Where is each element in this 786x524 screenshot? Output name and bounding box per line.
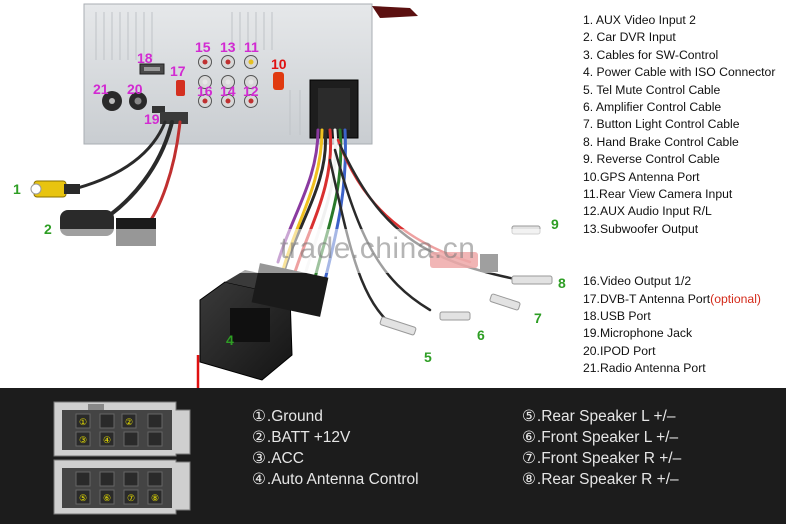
legend-item-17-text: 17.DVB-T Antenna Port [583, 291, 711, 306]
callout-2: 2 [44, 221, 52, 237]
legend-item-7: 7. Button Light Control Cable [583, 117, 740, 132]
pin-item-8: ⑧.Rear Speaker R +/– [522, 469, 681, 490]
legend-item-8: 8. Hand Brake Control Cable [583, 134, 739, 149]
legend-item-5: 5. Tel Mute Control Cable [583, 82, 721, 97]
legend-item-1: 1. AUX Video Input 2 [583, 13, 696, 27]
callout-12: 12 [243, 83, 259, 99]
pin-item-8-label: .Rear Speaker R +/– [536, 471, 679, 488]
pin-item-6: ⑥.Front Speaker L +/– [522, 427, 681, 448]
callout-16: 16 [197, 83, 213, 99]
iso-connector [199, 263, 329, 381]
pin-6-label: ⑥ [103, 493, 111, 503]
legend-item-13: 13.Subwoofer Output [583, 221, 699, 236]
callout-18: 18 [137, 50, 153, 66]
callout-19: 19 [144, 111, 160, 127]
callout-20: 20 [127, 81, 143, 97]
pin-2-label: ② [125, 417, 133, 427]
callout-14: 14 [220, 83, 236, 99]
pin-5-label: ⑤ [79, 493, 87, 503]
watermark-text: trade.china.cn [280, 232, 476, 265]
pin-item-3: ③.ACC [252, 448, 419, 469]
legend-item-12: 12.AUX Audio Input R/L [583, 204, 712, 219]
legend-item-6: 6. Amplifier Control Cable [583, 100, 722, 115]
pin-item-5-label: .Rear Speaker L +/– [536, 408, 676, 425]
callout-6: 6 [477, 327, 485, 343]
legend-item-11: 11.Rear View Camera Input [583, 187, 733, 202]
callout-17: 17 [170, 63, 186, 79]
legend-item-21: 21.Radio Antenna Port [583, 361, 706, 376]
callout-11: 11 [244, 39, 259, 55]
pin-8-label: ⑧ [151, 493, 159, 503]
callout-7: 7 [534, 310, 542, 326]
pin-item-5-num: ⑤ [522, 408, 536, 425]
legend-item-20: 20.IPOD Port [583, 343, 656, 358]
callout-10: 10 [271, 56, 287, 72]
pin-item-1-label: .Ground [266, 408, 323, 425]
pin-item-7: ⑦.Front Speaker R +/– [522, 448, 681, 469]
pin-list-power: ①.Ground ②.BATT +12V ③.ACC ④.Auto Antenn… [252, 406, 419, 490]
legend-item-10: 10.GPS Antenna Port [583, 169, 700, 184]
legend-item-17: 17.DVB-T Antenna Port(optional) [583, 291, 775, 308]
pin-7-label: ⑦ [127, 493, 135, 503]
callout-9: 9 [551, 216, 559, 232]
pin-item-4: ④.Auto Antenna Control [252, 469, 419, 490]
pin-item-3-num: ③ [252, 450, 266, 467]
legend-item-3: 3. Cables for SW-Control [583, 47, 719, 62]
pin-item-4-label: .Auto Antenna Control [266, 471, 419, 488]
legend-list: 1. AUX Video Input 2 2. Car DVR Input 3.… [583, 12, 775, 378]
iso-connector-pinout: ① ② ③ ④ ⑤ ⑥ ⑦ ⑧ [53, 401, 191, 515]
callout-4: 4 [226, 332, 234, 348]
pin-item-3-label: .ACC [266, 450, 304, 467]
iso-pinout-panel: ① ② ③ ④ ⑤ ⑥ ⑦ ⑧ ①.Ground ②.BATT +12V ③.A… [0, 388, 786, 524]
legend-item-4: 4. Power Cable with ISO Connector [583, 65, 776, 80]
pin-item-6-label: .Front Speaker L +/– [536, 429, 679, 446]
pin-list-speakers: ⑤.Rear Speaker L +/– ⑥.Front Speaker L +… [522, 406, 681, 490]
pin-1-label: ① [79, 417, 87, 427]
pointer-arrow [196, 355, 200, 388]
pin-item-1: ①.Ground [252, 406, 419, 427]
back-panel [83, 3, 418, 145]
legend-item-16: 16.Video Output 1/2 [583, 274, 692, 289]
aux-video-rca-plug [30, 180, 80, 198]
pin-4-label: ④ [103, 435, 111, 445]
legend-item-18: 18.USB Port [583, 308, 651, 323]
rca-jack-row [198, 55, 258, 108]
legend-item-19: 19.Microphone Jack [583, 326, 693, 341]
watermark-band [0, 229, 786, 273]
pin-item-6-num: ⑥ [522, 429, 536, 446]
pin-item-7-num: ⑦ [522, 450, 536, 467]
pin-item-5: ⑤.Rear Speaker L +/– [522, 406, 681, 427]
callout-5: 5 [424, 349, 432, 365]
pin-3-label: ③ [79, 435, 87, 445]
callout-15: 15 [195, 39, 211, 55]
callout-1: 1 [13, 181, 21, 197]
callout-8: 8 [558, 275, 566, 291]
pin-item-2: ②.BATT +12V [252, 427, 419, 448]
pin-item-1-num: ① [252, 408, 266, 425]
callout-21: 21 [93, 81, 109, 97]
legend-item-2: 2. Car DVR Input [583, 30, 676, 45]
pin-item-2-num: ② [252, 429, 266, 446]
pin-item-4-num: ④ [252, 471, 266, 488]
pin-item-8-num: ⑧ [522, 471, 536, 488]
pin-item-7-label: .Front Speaker R +/– [536, 450, 682, 467]
callout-13: 13 [220, 39, 236, 55]
optional-tag: (optional) [710, 291, 761, 306]
legend-item-9: 9. Reverse Control Cable [583, 152, 720, 167]
pin-item-2-label: .BATT +12V [266, 429, 351, 446]
